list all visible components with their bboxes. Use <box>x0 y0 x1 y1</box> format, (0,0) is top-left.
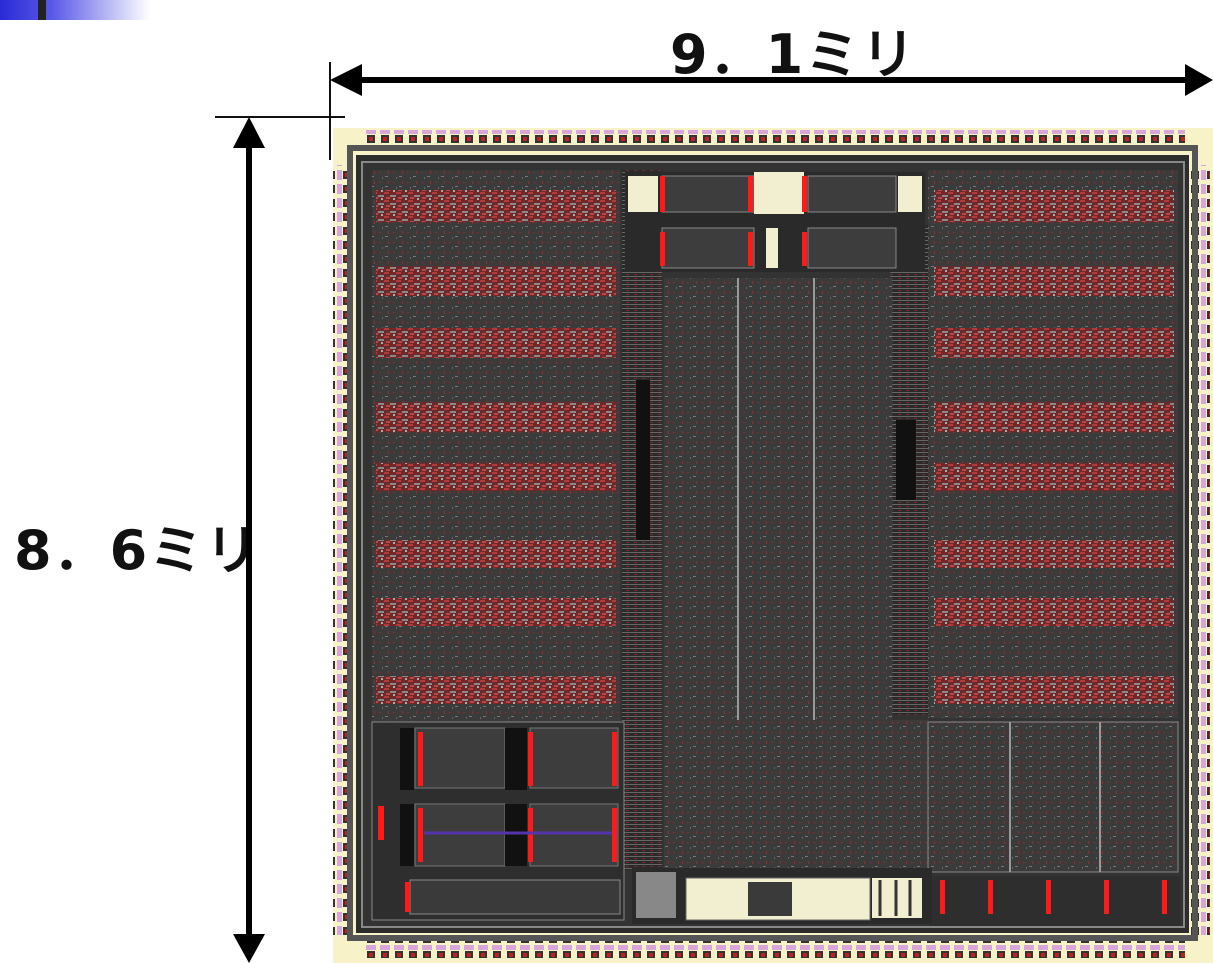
bottom-left-macros <box>371 721 625 921</box>
bottom-center-macros <box>632 868 932 924</box>
slide-corner-tick <box>38 0 46 20</box>
left-logic-block <box>372 170 620 722</box>
width-dimension-label: 9．1ミリ <box>670 23 918 86</box>
height-dimension-arrow <box>215 116 345 963</box>
top-memory-macros <box>625 172 925 272</box>
central-core-block <box>664 278 928 870</box>
slide-corner-decoration <box>0 0 150 20</box>
height-dimension-label: 8．6ミリ <box>14 519 262 582</box>
width-dimension-arrow <box>329 62 1213 160</box>
right-logic-block <box>928 170 1178 718</box>
bottom-right-macros <box>927 721 1180 926</box>
routing-channels <box>622 170 928 870</box>
